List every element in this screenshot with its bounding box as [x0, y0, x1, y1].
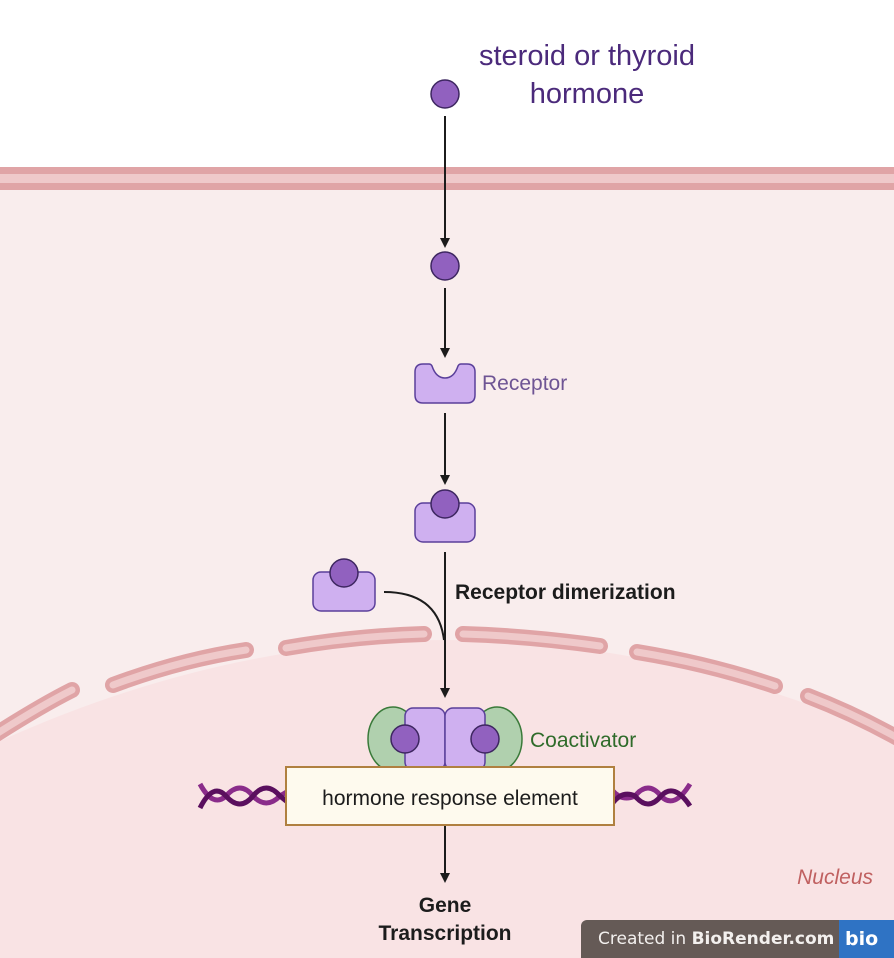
nuclear-envelope-segment [0, 682, 80, 742]
receptor-hormone-complex [414, 489, 476, 543]
watermark-text: Created in BioRender.com [581, 920, 839, 958]
hormone-label-line1: steroid or thyroid [479, 40, 695, 72]
biorender-logo-icon: bio [839, 920, 894, 958]
dimerization-label: Receptor dimerization [455, 581, 676, 604]
dimerization-curve [383, 591, 445, 641]
watermark-brand: BioRender.com [691, 929, 835, 949]
nuclear-envelope [0, 626, 894, 746]
nuclear-envelope-segment [455, 626, 608, 654]
nuclear-envelope-segment [800, 688, 894, 746]
biorender-watermark[interactable]: Created in BioRender.com bio [581, 920, 894, 958]
nuclear-envelope-segment [629, 644, 783, 694]
hormone-label-line2: hormone [530, 78, 644, 110]
hormone-cytoplasm [430, 251, 460, 281]
hre-label: hormone response element [322, 787, 578, 810]
receptor-hormone-complex-second [312, 558, 376, 612]
hormone-extracellular [430, 79, 460, 109]
hre-box [285, 766, 615, 826]
dna-helix-left [197, 782, 292, 810]
receptor-dimer [390, 707, 500, 771]
dna-helix-right [609, 782, 693, 808]
receptor-unbound [414, 363, 476, 404]
output-label-line1: Gene [419, 894, 472, 917]
receptor-label: Receptor [482, 372, 567, 395]
nucleus-label: Nucleus [797, 866, 873, 889]
nuclear-envelope-segment [105, 642, 254, 693]
plasma-membrane [0, 167, 894, 190]
nuclear-envelope-segment [278, 626, 432, 656]
coactivator-label: Coactivator [530, 729, 636, 752]
output-label-line2: Transcription [378, 922, 511, 945]
watermark-prefix: Created in [598, 929, 692, 949]
